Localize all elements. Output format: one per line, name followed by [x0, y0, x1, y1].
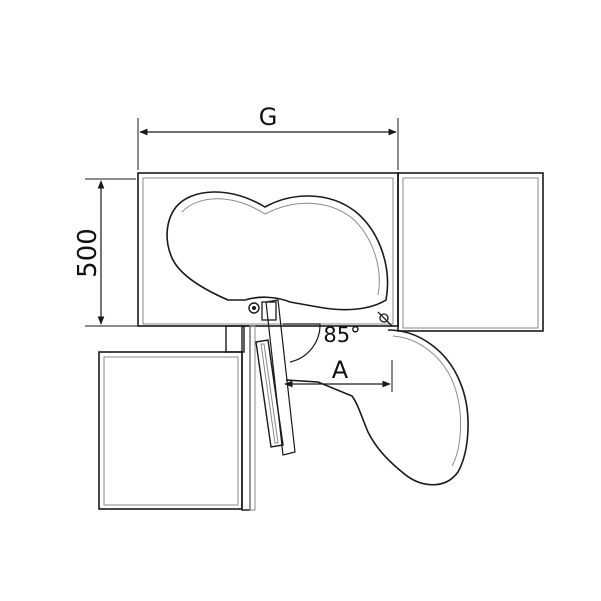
right-cabinet [397, 172, 544, 332]
angle-arc [283, 323, 321, 363]
width-dim-label: G [259, 103, 278, 131]
lower-cabinet [98, 351, 243, 510]
depth-dim-label: 500 [73, 228, 103, 278]
offset-dim-label: A [332, 356, 349, 384]
hinge-mechanism [248, 301, 393, 327]
dimension-g [137, 118, 399, 170]
upper-cabinet [137, 172, 399, 327]
dimension-a [284, 360, 393, 392]
swing-door [255, 299, 296, 456]
lower-shelf [285, 329, 469, 486]
dimension-500 [85, 178, 226, 327]
angle-label: 85° [323, 323, 360, 347]
upper-shelf [166, 191, 389, 311]
door-posts [225, 325, 256, 511]
